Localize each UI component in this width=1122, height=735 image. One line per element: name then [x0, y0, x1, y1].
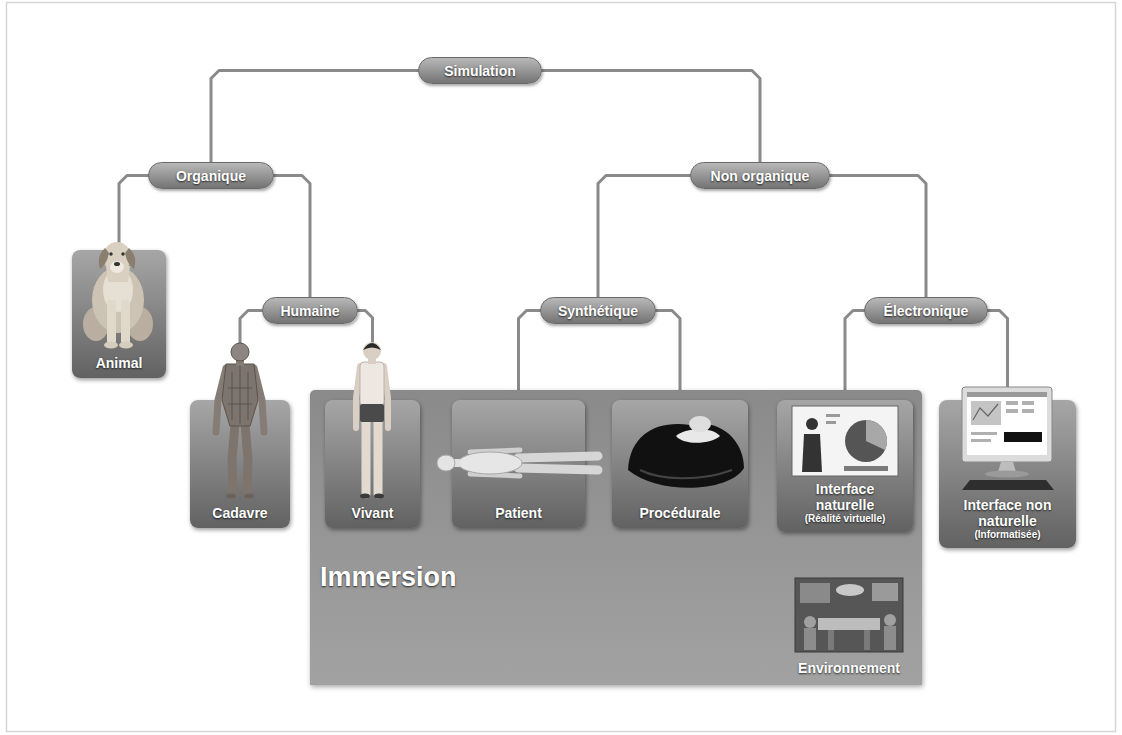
- node-label: Immersion: [320, 562, 457, 592]
- category-pill: Simulation: [418, 57, 542, 84]
- node-label: Interface naturelle: [789, 481, 901, 513]
- category-pill: Non organique: [690, 162, 830, 189]
- node-label: Patient: [495, 505, 542, 521]
- image-card: Vivant: [325, 400, 420, 528]
- connector-line: [119, 176, 148, 251]
- man-figure: [356, 342, 388, 499]
- node-label: Environnement: [798, 660, 900, 676]
- patient-mannequin: [437, 450, 598, 476]
- immersion-panel: Immersion Vivant Patient Procédurale Interfa…: [310, 390, 922, 685]
- node-label: Vivant: [352, 505, 394, 521]
- connector-line: [211, 71, 418, 163]
- connector-line: [542, 71, 760, 163]
- node-label: Humaine: [280, 303, 339, 319]
- node-label: Synthétique: [558, 303, 638, 319]
- procedural-trainer: [628, 416, 744, 488]
- connector-line: [274, 176, 310, 298]
- computer-illustration: [962, 387, 1054, 490]
- category-pill: Synthétique: [540, 297, 656, 324]
- image-card: Interface naturelle(Réalité virtuelle): [777, 400, 913, 532]
- image-card: Patient: [452, 400, 585, 528]
- connector-line: [240, 311, 262, 401]
- node-label: Procédurale: [640, 505, 721, 521]
- vr-screen-illustration: [792, 406, 898, 476]
- category-pill: Humaine: [262, 297, 358, 324]
- connector-line: [656, 311, 680, 401]
- environment-photo: [795, 578, 903, 652]
- connector-line: [519, 311, 541, 401]
- image-card: Interface non naturelle(Informatisée): [939, 400, 1076, 548]
- anatomy-figure: [216, 343, 264, 499]
- connector-line: [598, 176, 690, 298]
- image-tile: Environnement: [786, 575, 912, 683]
- category-pill: Électronique: [864, 297, 988, 324]
- dog-illustration: [83, 242, 153, 349]
- node-label: Électronique: [884, 303, 969, 319]
- image-card: Procédurale: [612, 400, 748, 528]
- category-pill: Organique: [148, 162, 274, 189]
- connector-line: [845, 311, 864, 401]
- node-subtitle: (Informatisée): [974, 529, 1040, 541]
- connector-line: [830, 176, 926, 298]
- image-card: Animal: [72, 250, 166, 378]
- node-label: Organique: [176, 168, 246, 184]
- image-card: Cadavre: [190, 400, 290, 528]
- node-label: Animal: [96, 355, 143, 371]
- connector-line: [358, 311, 373, 401]
- node-label: Non organique: [711, 168, 810, 184]
- node-label: Interface non naturelle: [951, 497, 1064, 529]
- node-label: Cadavre: [212, 505, 267, 521]
- connector-line: [988, 311, 1008, 401]
- node-label: Simulation: [444, 63, 516, 79]
- picture-frame: [7, 3, 1116, 732]
- node-subtitle: (Réalité virtuelle): [805, 513, 886, 525]
